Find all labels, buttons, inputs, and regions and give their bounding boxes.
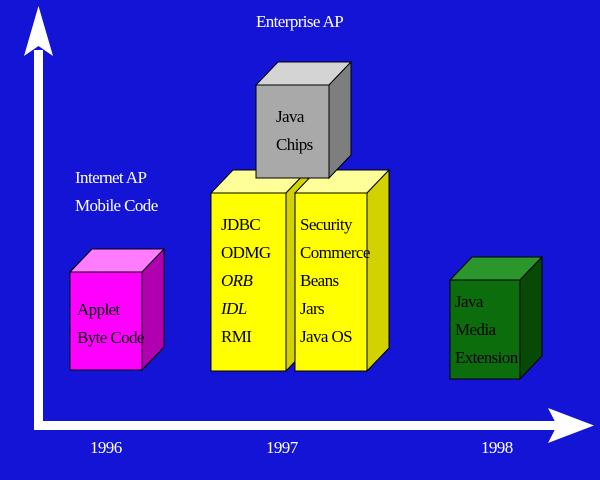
commerce-label: Commerce bbox=[300, 243, 370, 262]
chips-box bbox=[254, 60, 353, 180]
extension-label: Extension bbox=[455, 348, 518, 367]
byte-code-label: Byte Code bbox=[77, 328, 144, 347]
core-left-box bbox=[209, 168, 310, 373]
applet-box bbox=[68, 247, 166, 372]
internet-ap-label: Internet AP bbox=[75, 168, 147, 187]
y-axis-arrow bbox=[24, 6, 53, 430]
year-label-1997: 1997 bbox=[266, 438, 298, 457]
x-axis-arrow bbox=[34, 408, 594, 443]
odmg-label: ODMG bbox=[221, 243, 271, 262]
media-box bbox=[448, 255, 544, 381]
mobile-code-label: Mobile Code bbox=[75, 196, 158, 215]
rmi-label: RMI bbox=[221, 327, 252, 346]
security-label: Security bbox=[300, 215, 352, 234]
core-right-box bbox=[293, 168, 391, 373]
core-left-text: JDBC ODMG ORB IDL RMI bbox=[221, 211, 271, 351]
orb-label: ORB bbox=[221, 271, 253, 290]
chips-box-text: Java Chips bbox=[276, 103, 313, 159]
idl-label: IDL bbox=[221, 299, 247, 318]
media-java-label: Java bbox=[455, 292, 483, 311]
chips-label: Chips bbox=[276, 135, 313, 154]
jars-label: Jars bbox=[300, 299, 325, 318]
media-label: Media bbox=[455, 320, 496, 339]
java-os-label: Java OS bbox=[300, 327, 353, 346]
beans-label: Beans bbox=[300, 271, 339, 290]
year-label-1996: 1996 bbox=[90, 438, 122, 457]
jdbc-label: JDBC bbox=[221, 215, 261, 234]
applet-box-text: Applet Byte Code bbox=[77, 296, 144, 352]
core-right-text: Security Commerce Beans Jars Java OS bbox=[300, 211, 370, 351]
diagram-title: Enterprise AP bbox=[256, 12, 344, 31]
java-label: Java bbox=[276, 107, 304, 126]
year-label-1998: 1998 bbox=[481, 438, 513, 457]
media-box-text: Java Media Extension bbox=[455, 288, 518, 372]
applet-label: Applet bbox=[77, 300, 120, 319]
